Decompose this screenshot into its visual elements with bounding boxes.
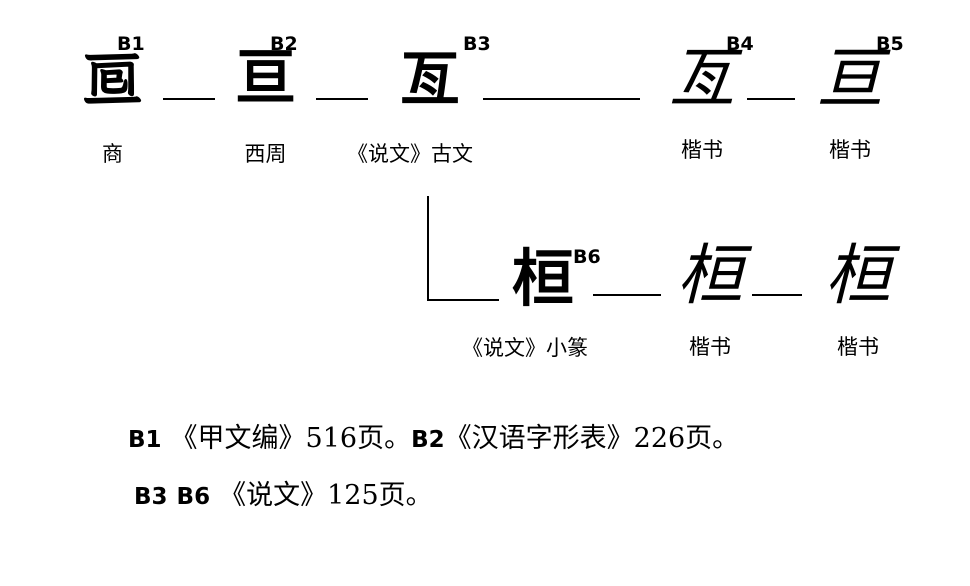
glyph-node-b4: 亙 楷书 bbox=[650, 46, 754, 161]
glyph-node-b3: 亙 《说文》古文 bbox=[347, 45, 482, 165]
footnotes: B1 《甲文编》516页。B2《汉语字形表》226页。 B3 B6 《说文》125页。 bbox=[0, 425, 970, 509]
glyph-b3: 亙 bbox=[400, 45, 460, 115]
connector-b6-b7 bbox=[593, 294, 661, 296]
glyph-node-b7: 桓 楷书 bbox=[655, 243, 765, 358]
glyph-b2: 亘 bbox=[235, 43, 296, 113]
footnote-line-1: B1 《甲文编》516页。B2《汉语字形表》226页。 bbox=[0, 425, 970, 452]
glyph-node-b6: 桓 《说文》小篆 bbox=[462, 242, 598, 359]
connector-b1-b2 bbox=[163, 98, 215, 100]
glyph-b5: 亘 bbox=[817, 40, 883, 117]
connector-b2-b3 bbox=[316, 98, 368, 100]
glyph-b8: 桓 bbox=[825, 237, 891, 314]
footnote-tag-b1: B1 bbox=[128, 427, 162, 453]
footnote-line-2: B3 B6 《说文》125页。 bbox=[0, 482, 970, 509]
glyph-node-b8: 桓 楷书 bbox=[803, 243, 913, 358]
glyph-caption-b5: 楷书 bbox=[829, 138, 871, 162]
glyph-caption-b7: 楷书 bbox=[689, 335, 731, 359]
glyph-caption-b6: 《说文》小篆 bbox=[462, 336, 588, 360]
footnote-text-b1: 《甲文编》516页。 bbox=[170, 423, 412, 454]
connector-b7-b8 bbox=[752, 294, 802, 296]
glyph-caption-b4: 楷书 bbox=[681, 138, 723, 162]
footnote-text-b3-b6: 《说文》125页。 bbox=[219, 480, 433, 511]
glyph-b4: 亙 bbox=[669, 40, 735, 117]
footnote-tag-b2: B2 bbox=[411, 427, 445, 453]
tag-b4: B4 bbox=[726, 33, 754, 55]
glyph-caption-b2: 西周 bbox=[244, 142, 287, 166]
glyph-b1: 𠄢 bbox=[82, 45, 143, 115]
glyph-caption-b8: 楷书 bbox=[837, 335, 879, 359]
connector-b3-b4 bbox=[483, 98, 640, 100]
glyph-b7: 桓 bbox=[677, 237, 743, 314]
glyph-b6: 桓 bbox=[511, 242, 574, 315]
tag-b2: B2 bbox=[270, 33, 298, 55]
tag-b5: B5 bbox=[876, 33, 904, 55]
tag-b6: B6 bbox=[573, 246, 601, 268]
glyph-node-b2: 亘 西周 bbox=[213, 48, 318, 165]
footnote-tag-b3: B3 bbox=[134, 484, 168, 510]
footnote-text-b2: 《汉语字形表》226页。 bbox=[444, 423, 740, 454]
glyph-node-b1: 𠄢 商 bbox=[60, 50, 165, 165]
tag-b1: B1 bbox=[117, 33, 145, 55]
glyph-node-b5: 亘 楷书 bbox=[798, 46, 902, 161]
branch-connector-b3-b6 bbox=[427, 196, 499, 301]
connector-b4-b5 bbox=[747, 98, 795, 100]
footnote-tag-b6: B6 bbox=[176, 484, 211, 510]
glyph-caption-b3: 《说文》古文 bbox=[347, 142, 473, 166]
tag-b3: B3 bbox=[463, 33, 491, 55]
glyph-caption-b1: 商 bbox=[102, 142, 123, 166]
